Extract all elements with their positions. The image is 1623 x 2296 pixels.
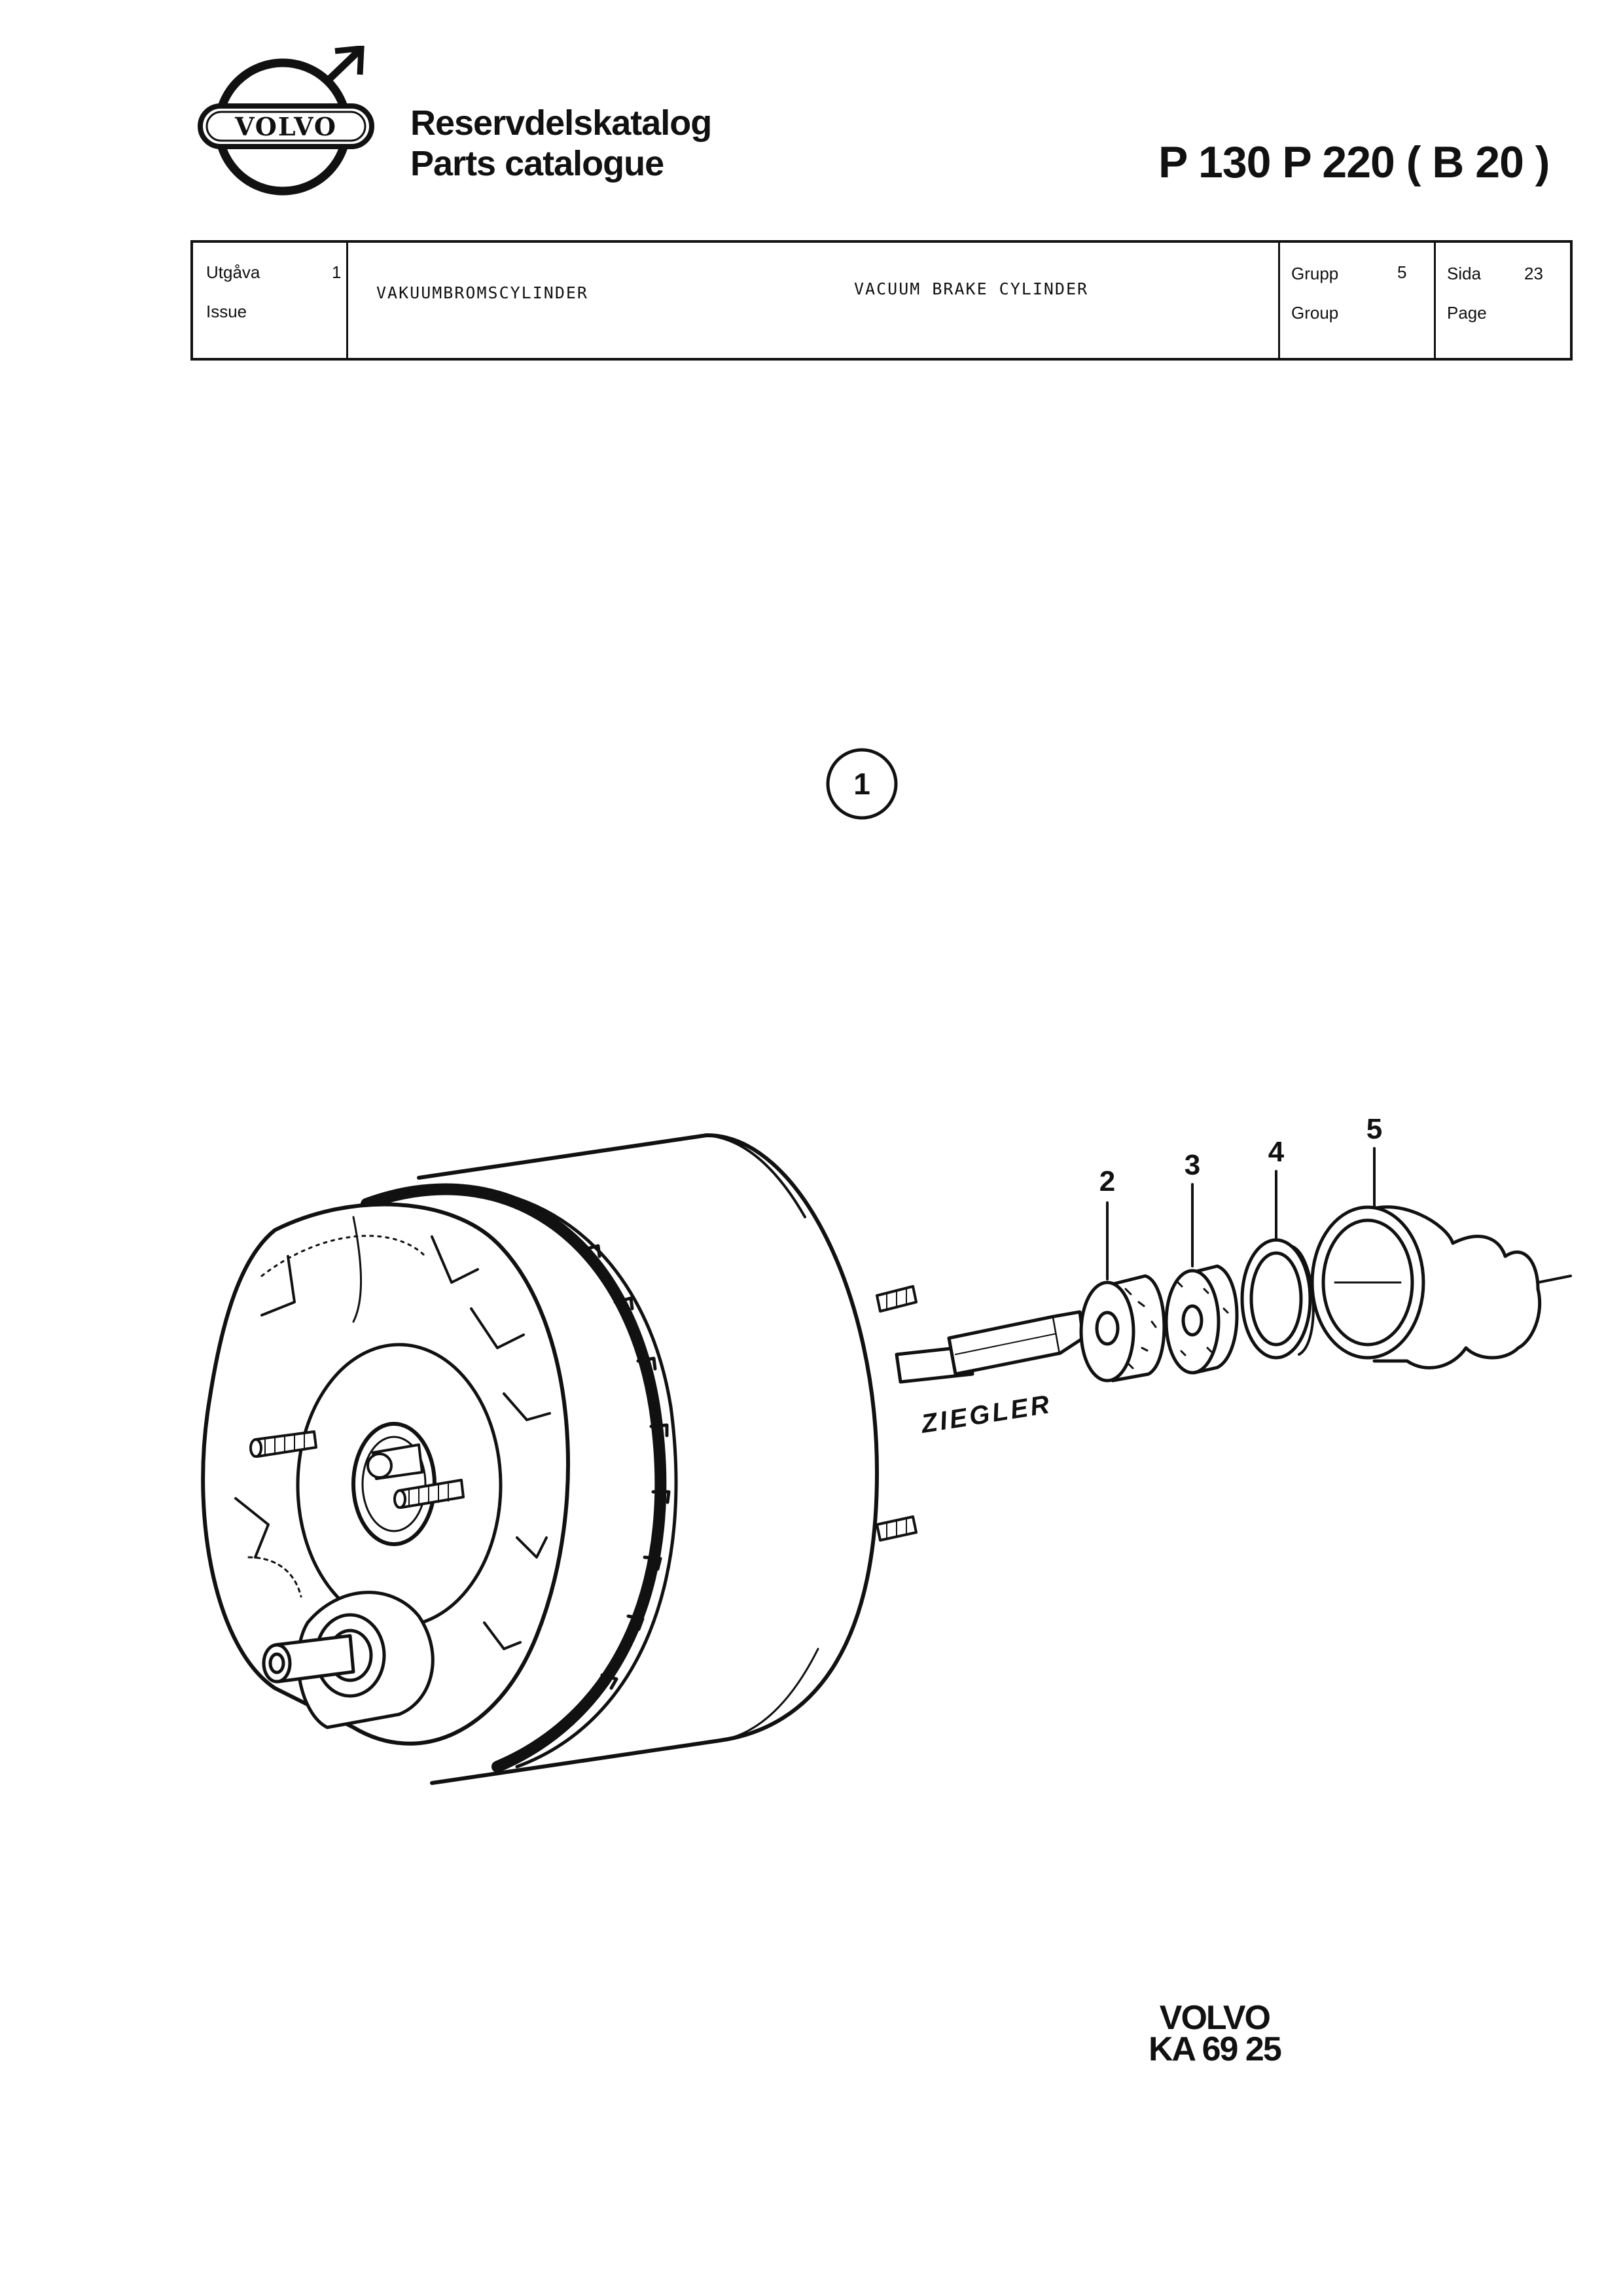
part-2-rubber-bush [1079, 1274, 1166, 1383]
issue-label-en: Issue [206, 302, 247, 321]
ziegler-marking: ZIEGLER [919, 1390, 1054, 1439]
part-4-washer [1240, 1238, 1315, 1360]
callout-4: 4 [1268, 1136, 1285, 1168]
catalogue-title-swedish: Reservdelskatalog [410, 103, 712, 143]
front-cover [201, 1202, 570, 1746]
page-value: 23 [1524, 264, 1543, 283]
vacuum-port [262, 1591, 435, 1729]
footer-code-number: KA 69 25 [1149, 2030, 1282, 2068]
info-table: Utgåva 1 Issue VAKUUMBROMSCYLINDER VACUU… [190, 240, 1573, 361]
issue-value: 1 [332, 262, 342, 282]
callout-5: 5 [1366, 1113, 1382, 1145]
part-5-dust-boot [1310, 1205, 1572, 1369]
page-label-sv: Sida [1447, 264, 1482, 283]
push-rod [895, 1310, 1085, 1384]
mounting-studs [249, 1285, 918, 1542]
heading-english: VACUUM BRAKE CYLINDER [854, 279, 1089, 298]
heading-swedish: VAKUUMBROMSCYLINDER [376, 283, 588, 302]
group-value: 5 [1397, 262, 1407, 282]
illustration-code: VOLVO KA 69 25 [1149, 1999, 1282, 2068]
callout-2: 2 [1099, 1165, 1115, 1197]
page-label-en: Page [1447, 303, 1487, 323]
group-label-en: Group [1291, 303, 1339, 323]
footer-brand: VOLVO [1159, 1999, 1271, 2037]
group-label-sv: Grupp [1291, 264, 1339, 283]
figure-reference-marker: 1 [826, 748, 898, 820]
issue-label-sv: Utgåva [206, 262, 260, 282]
model-designation: P 130 P 220 ( B 20 ) [1158, 137, 1550, 187]
part-3-filter [1164, 1264, 1239, 1375]
volvo-logo: VOLVO [198, 46, 374, 196]
callout-leaders [1106, 1147, 1376, 1280]
svg-text:VOLVO: VOLVO [234, 112, 337, 141]
callout-3: 3 [1185, 1149, 1200, 1181]
svg-text:1: 1 [853, 767, 870, 801]
crimp-flange-ring [361, 1183, 678, 1773]
catalogue-title-english: Parts catalogue [410, 144, 664, 183]
